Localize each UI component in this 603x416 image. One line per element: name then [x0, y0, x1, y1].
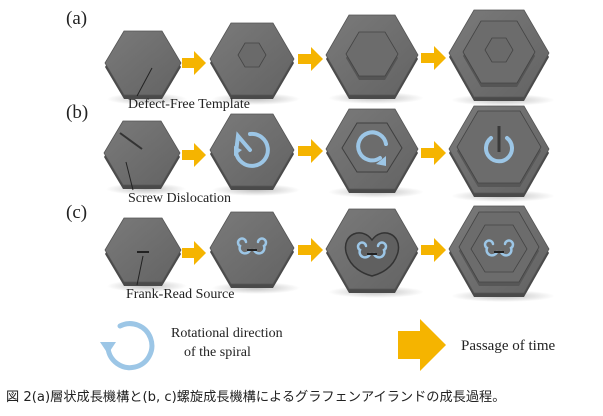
annotation-leader: [136, 67, 153, 97]
annotation-defect-free: Defect-Free Template: [128, 97, 250, 112]
legend-rotation-line1: Rotational direction: [171, 326, 283, 341]
figure-caption: 図 2(a)層状成長機構と(b, c)螺旋成長機構によるグラフェンアイランドの成…: [6, 390, 506, 405]
row-a-stage-2: [209, 22, 300, 105]
row-c-stage-4: [448, 205, 555, 302]
row-c-stage-2: [209, 211, 300, 294]
time-arrow-legend-icon: [398, 319, 446, 371]
legend: Rotational direction of the spiral Passa…: [100, 319, 555, 371]
annotation-frank-read: Frank-Read Source: [126, 287, 234, 302]
legend-time: Passage of time: [461, 338, 555, 354]
row-label-b: (b): [66, 102, 88, 123]
row-c-stage-3: [325, 208, 424, 298]
row-b-stage-2: [209, 113, 300, 196]
row-b-stage-4: [448, 105, 555, 202]
row-a-stage-4: [448, 9, 555, 106]
row-b: Screw Dislocation: [103, 105, 555, 206]
time-arrow-icon: [421, 141, 446, 165]
row-label-c: (c): [66, 202, 87, 223]
annotation-screw-dislocation: Screw Dislocation: [128, 191, 231, 206]
time-arrow-icon: [298, 139, 323, 163]
legend-rotation-line2: of the spiral: [184, 345, 251, 360]
time-arrow-icon: [298, 238, 323, 262]
row-b-stage-3: [325, 108, 424, 198]
row-b-stage-1: [103, 120, 186, 195]
row-label-a: (a): [66, 8, 87, 29]
time-arrow-icon: [182, 51, 206, 75]
row-c: Frank-Read Source: [104, 205, 555, 302]
annotation-leader: [125, 161, 134, 191]
annotation-leader: [136, 255, 144, 286]
row-a-stage-3: [325, 14, 424, 104]
row-a-stage-1: [104, 30, 187, 105]
row-c-stage-1: [104, 217, 187, 292]
row-a: Defect-Free Template: [104, 9, 555, 112]
time-arrow-icon: [182, 241, 206, 265]
time-arrow-icon: [421, 46, 446, 70]
time-arrow-icon: [182, 143, 206, 167]
time-arrow-icon: [298, 47, 323, 71]
rotation-spiral-icon: [100, 321, 155, 371]
time-arrow-icon: [421, 238, 446, 262]
